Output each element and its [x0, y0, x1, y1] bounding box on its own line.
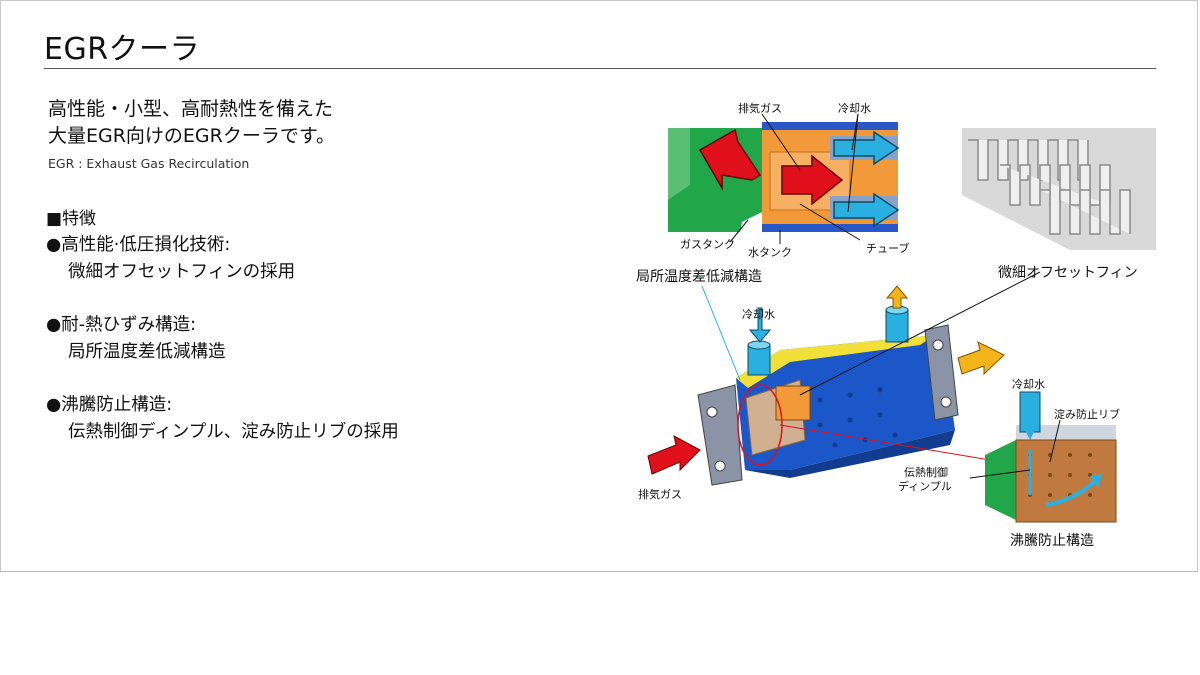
page-title: EGRクーラ	[44, 32, 201, 67]
offset-fin-illustration	[962, 128, 1156, 250]
lead-text: 高性能・小型、高耐熱性を備えた 大量EGR向けのEGRクーラです。	[48, 96, 335, 150]
slide-frame	[0, 0, 1198, 572]
label-dimple-line1: 伝熱制御	[904, 466, 948, 479]
section-heading: ■特徴	[46, 209, 97, 229]
label-tube: チューブ	[866, 242, 910, 255]
label-coolant-right: 冷却水	[1012, 378, 1045, 391]
lead-line-1: 高性能・小型、高耐熱性を備えた	[48, 98, 334, 120]
boiling-prevention-illustration	[969, 391, 1117, 523]
label-coolant-top: 冷却水	[838, 102, 871, 115]
label-water-tank: 水タンク	[748, 246, 792, 259]
label-gas-tank: ガスタンク	[680, 238, 735, 251]
egr-note: EGR : Exhaust Gas Recirculation	[48, 156, 250, 171]
coolant-arrow-icon	[833, 130, 900, 166]
label-exhaust-bottom: 排気ガス	[638, 488, 682, 501]
coolant-arrow-icon	[833, 192, 900, 228]
feature-detail: 微細オフセットフィンの採用	[68, 262, 296, 282]
exhaust-arrow-icon	[698, 128, 762, 191]
label-dimple-line2: ディンプル	[898, 480, 952, 493]
label-offset-fin: 微細オフセットフィン	[998, 265, 1138, 281]
feature-item: ●耐-熱ひずみ構造: 局所温度差低減構造	[46, 312, 226, 366]
lead-line-2: 大量EGR向けのEGRクーラです。	[48, 125, 335, 147]
cooler-body-illustration	[647, 271, 1041, 486]
label-boiling-prevention: 沸騰防止構造	[1010, 533, 1094, 549]
feature-title: ●高性能·低圧損化技術:	[46, 235, 231, 255]
label-local-temp: 局所温度差低減構造	[636, 269, 762, 285]
cross-section-illustration	[668, 113, 900, 244]
label-stagnation-rib: 淀み防止リブ	[1054, 408, 1120, 421]
feature-detail: 伝熱制御ディンプル、淀み防止リブの採用	[68, 422, 399, 442]
feature-detail: 局所温度差低減構造	[68, 342, 226, 362]
label-coolant-mid: 冷却水	[742, 308, 775, 321]
feature-title: ●沸騰防止構造:	[46, 395, 173, 415]
feature-item: ●高性能·低圧損化技術: 微細オフセットフィンの採用	[46, 232, 295, 286]
feature-title: ●耐-熱ひずみ構造:	[46, 315, 196, 335]
exhaust-arrow-icon	[781, 154, 844, 206]
feature-item: ●沸騰防止構造: 伝熱制御ディンプル、淀み防止リブの採用	[46, 392, 399, 446]
title-divider	[44, 68, 1156, 69]
label-exhaust-top: 排気ガス	[738, 102, 782, 115]
